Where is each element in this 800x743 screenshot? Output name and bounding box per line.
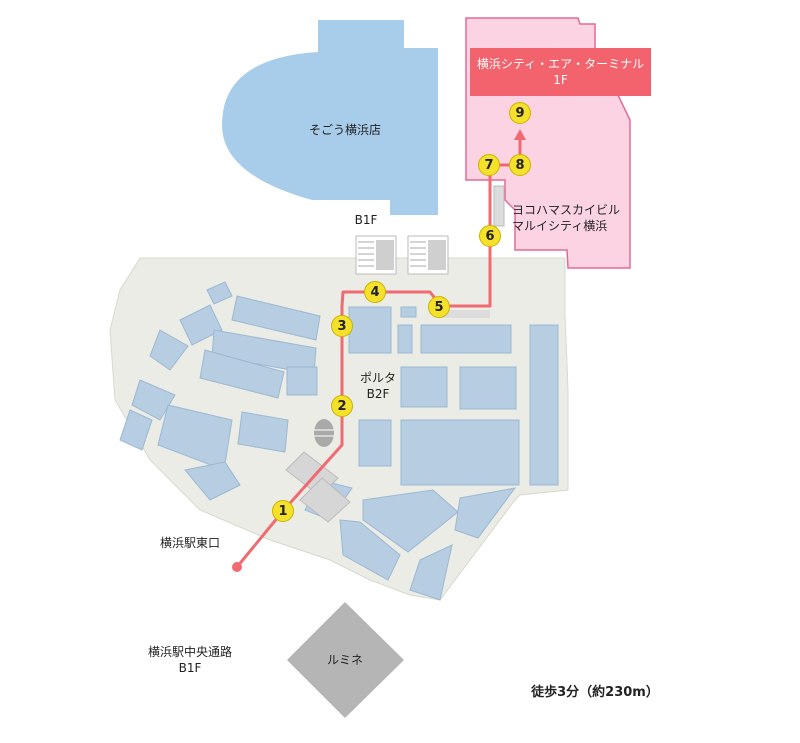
sogo-building: [222, 20, 438, 215]
porta-line2: B2F: [366, 387, 390, 401]
station-exit-label: 横浜駅東口: [159, 536, 220, 550]
central-passage-label: 横浜駅中央通路 B1F: [130, 644, 250, 676]
porta-line1: ポルタ: [359, 371, 396, 385]
route-step-marker: 2: [331, 395, 353, 417]
porta-label: ポルタ B2F: [350, 370, 406, 402]
central-passage-line1: 横浜駅中央通路: [147, 645, 232, 659]
stairs-1: [285, 451, 351, 523]
route-step-marker: 8: [509, 154, 531, 176]
marui-line1: ヨコハマスカイビル: [512, 203, 621, 217]
route-arrow: [514, 129, 526, 140]
lumine-building: [287, 602, 404, 718]
route-step-marker: 4: [364, 281, 386, 303]
sogo-label: そごう横浜店: [308, 123, 381, 137]
lumine-label: ルミネ: [326, 653, 363, 667]
terminal-banner-line2: 1F: [553, 73, 568, 87]
central-passage-line2: B1F: [178, 661, 202, 675]
stairs-b1f: [355, 235, 449, 275]
b1f-label: B1F: [354, 213, 378, 227]
route-start-point: [232, 562, 242, 572]
escalator-2: [314, 419, 334, 447]
marui-label: ヨコハマスカイビル マルイシティ横浜: [512, 202, 630, 234]
walk-time-label: 徒歩3分（約230m）: [531, 685, 659, 700]
terminal-banner-line1: 横浜シティ・エア・ターミナル: [476, 57, 645, 71]
route-step-marker: 6: [479, 225, 501, 247]
route-step-marker: 1: [272, 500, 294, 522]
route-step-marker: 3: [331, 315, 353, 337]
connector-stairs: [440, 185, 505, 318]
route-step-marker: 9: [509, 102, 531, 124]
terminal-banner: 横浜シティ・エア・ターミナル 1F: [470, 48, 651, 96]
route-step-marker: 7: [478, 154, 500, 176]
marui-line2: マルイシティ横浜: [512, 219, 608, 233]
route-step-marker: 5: [428, 296, 450, 318]
